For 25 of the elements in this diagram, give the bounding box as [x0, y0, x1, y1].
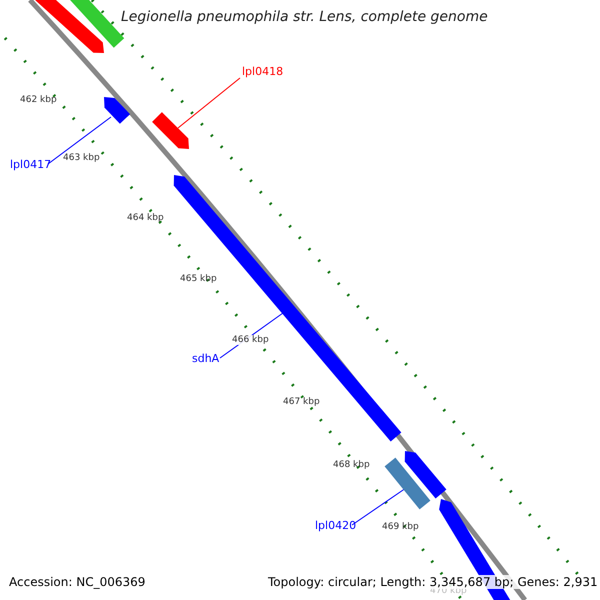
tick-label: 463 kbp [63, 153, 100, 163]
tick-label: 470 kbp [430, 586, 467, 596]
gene-feature [104, 97, 130, 124]
tick-label: 468 kbp [333, 460, 370, 470]
gene-feature [384, 458, 430, 510]
gene-feature [35, 0, 104, 53]
info-text: Topology: circular; Length: 3,345,687 bp; Genes: 2,931 [268, 575, 598, 589]
gene-label: lpl0417 [10, 158, 52, 171]
gene-label: sdhA [192, 352, 220, 365]
map-title: Legionella pneumophila str. Lens, complete genome [121, 9, 488, 25]
gene-feature [174, 175, 402, 442]
leader-line [48, 116, 112, 164]
tick-label: 465 kbp [180, 274, 217, 284]
gene-feature [152, 112, 189, 149]
gene-feature [404, 451, 446, 498]
tick-label: 466 kbp [232, 335, 269, 345]
tick-label: 462 kbp [20, 95, 57, 105]
info-text: Accession: NC_006369 [9, 575, 146, 589]
tick-label: 467 kbp [283, 397, 320, 407]
leader-line [178, 78, 240, 128]
leader-line [352, 488, 406, 526]
gene-label: lpl0418 [242, 65, 284, 78]
gene-label: lpl0420 [315, 519, 356, 532]
tick-label: 469 kbp [382, 522, 419, 532]
tick-label: 464 kbp [127, 213, 164, 223]
